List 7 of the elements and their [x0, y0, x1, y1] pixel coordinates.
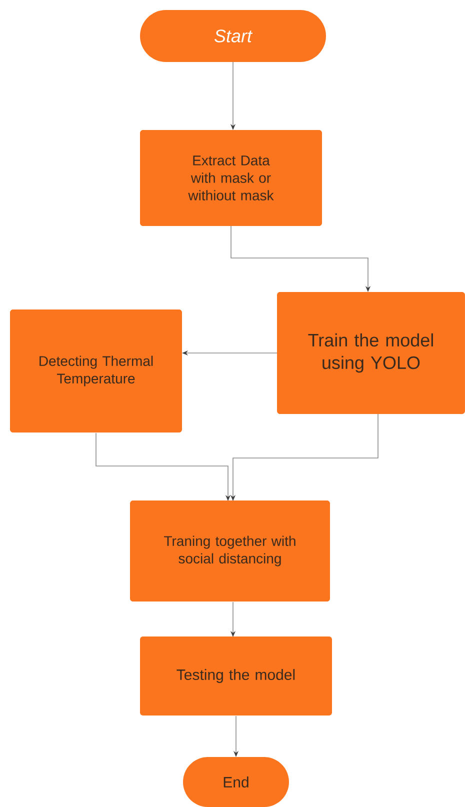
process-box: Traning together with social distancing: [130, 500, 330, 602]
end-terminal: End: [183, 757, 289, 807]
process-box: Testing the model: [140, 636, 332, 716]
process-box: Extract Data with mask or withiout mask: [140, 130, 322, 226]
start-terminal: Start: [140, 10, 326, 62]
process-box: Train the model using YOLO: [277, 292, 465, 414]
process-box: Detecting Thermal Temperature: [10, 310, 182, 432]
